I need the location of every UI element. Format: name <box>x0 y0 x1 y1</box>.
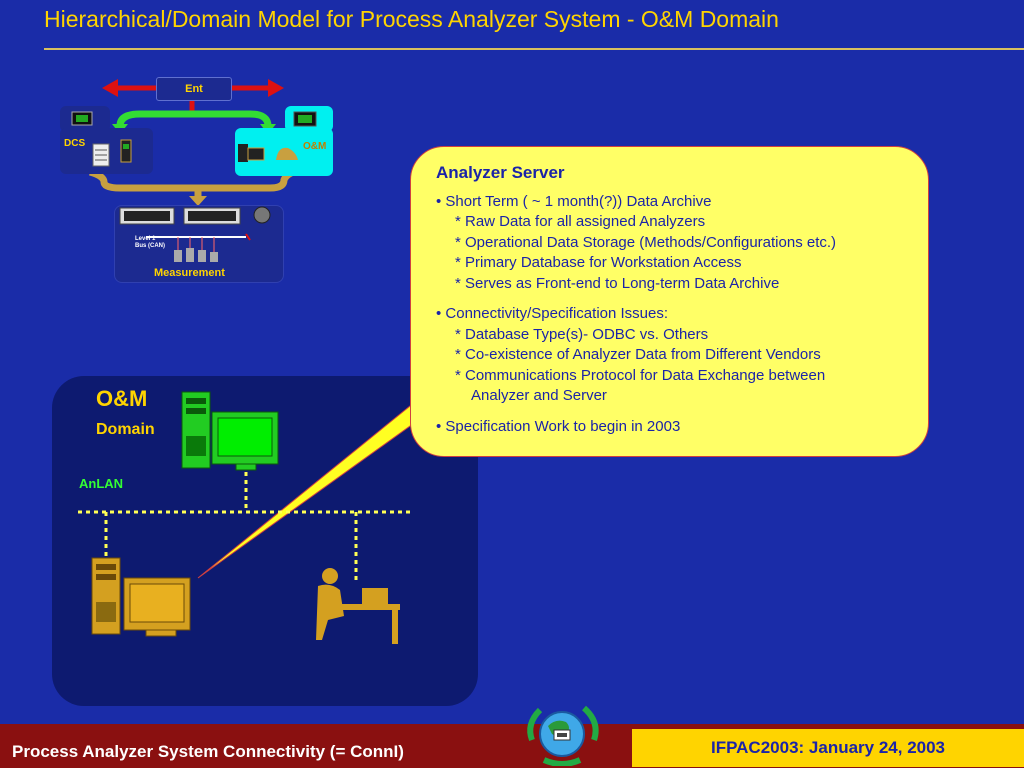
callout-bullet-1: • Short Term ( ~ 1 month(?)) Data Archiv… <box>436 192 712 210</box>
callout-sub-2-2: * Co-existence of Analyzer Data from Dif… <box>455 346 821 363</box>
measurement-label: Measurement <box>154 267 225 279</box>
dcs-label: DCS <box>64 138 86 149</box>
bus-label-line2: Bus (CAN) <box>135 243 165 249</box>
footer-title: Process Analyzer System Connectivity (= … <box>12 742 404 761</box>
om-domain-subtitle: Domain <box>96 421 155 438</box>
callout-sub-2-1: * Database Type(s)- ODBC vs. Others <box>455 325 709 343</box>
measurement-equipment-icon <box>119 206 271 262</box>
slide-title: Hierarchical/Domain Model for Process An… <box>44 6 779 32</box>
anlan-label: AnLAN <box>79 476 124 491</box>
recycle-globe-logo-icon <box>527 705 599 766</box>
footer-date: IFPAC2003: January 24, 2003 <box>632 729 1024 767</box>
enterprise-node: Ent <box>156 77 232 101</box>
callout-sub-1-3: * Primary Database for Workstation Acces… <box>455 254 742 271</box>
om-equipment-icon <box>238 111 317 162</box>
om-domain-title: O&M <box>96 386 148 411</box>
om-network-diagram <box>78 391 425 644</box>
om-node-label: O&M <box>303 141 327 152</box>
analyzer-server-callout: Analyzer Server • Short Term ( ~ 1 month… <box>410 146 929 457</box>
callout-sub-1-4: * Serves as Front-end to Long-term Data … <box>455 274 780 292</box>
callout-sub-1-1: * Raw Data for all assigned Analyzers <box>455 213 706 230</box>
callout-sub-1-2: * Operational Data Storage (Methods/Conf… <box>455 233 837 251</box>
hierarchy-connectors <box>88 79 300 206</box>
title-divider <box>44 48 1024 50</box>
callout-sub-2-3: * Communications Protocol for Data Excha… <box>455 366 826 384</box>
callout-title: Analyzer Server <box>436 163 565 182</box>
bus-label-line1: Level 1 <box>135 236 156 242</box>
callout-sub-2-3-cont: Analyzer and Server <box>471 387 607 404</box>
dcs-equipment-icon <box>71 111 132 167</box>
callout-bullet-3: • Specification Work to begin in 2003 <box>436 417 681 435</box>
callout-bullet-2: • Connectivity/Specification Issues: <box>436 305 669 322</box>
